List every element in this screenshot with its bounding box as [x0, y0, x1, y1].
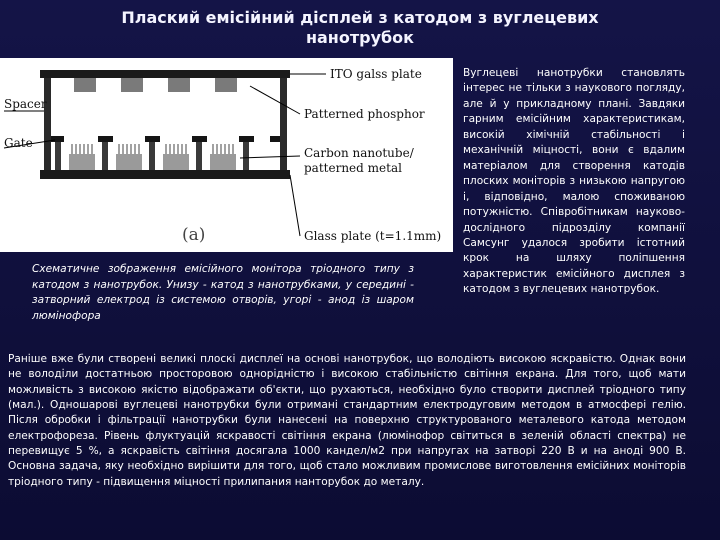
panel-label: (a): [182, 225, 205, 245]
nanotube-cathodes: [69, 144, 236, 170]
label-patterned-metal: patterned metal: [304, 161, 402, 175]
label-ito-glass-plate: ITO galss plate: [330, 67, 422, 81]
phosphor-stripes: [74, 78, 237, 92]
gate-electrode: [51, 136, 280, 142]
spacer-right: [280, 78, 287, 170]
label-glass-plate: Glass plate (t=1.1mm): [304, 229, 441, 243]
spacer-left: [44, 78, 51, 170]
slide-title: Плаский емісійний дісплей з катодом з ву…: [121, 8, 599, 47]
label-carbon-nanotube: Carbon nanotube/: [304, 146, 415, 160]
figure-caption: Схематичне зображення емісійного монітор…: [32, 263, 414, 322]
leader-lines: [3, 73, 326, 237]
label-patterned-phosphor: Patterned phosphor: [304, 107, 425, 121]
label-spacer: Spacer: [4, 97, 47, 111]
schematic-diagram: Spacer Gate ITO galss plate Patterned ph…: [3, 67, 441, 245]
label-gate: Gate: [4, 136, 33, 150]
display-schematic-figure: Spacer Gate ITO galss plate Patterned ph…: [0, 58, 453, 252]
side-paragraph: Вуглецеві нанотрубки становлять інтерес …: [463, 67, 685, 296]
ito-glass-plate: [40, 70, 290, 78]
gate-insulator-pillars: [55, 142, 249, 170]
bottom-glass-plate: [40, 170, 290, 179]
body-paragraph: Раніше вже були створені великі плоскі д…: [8, 353, 686, 488]
